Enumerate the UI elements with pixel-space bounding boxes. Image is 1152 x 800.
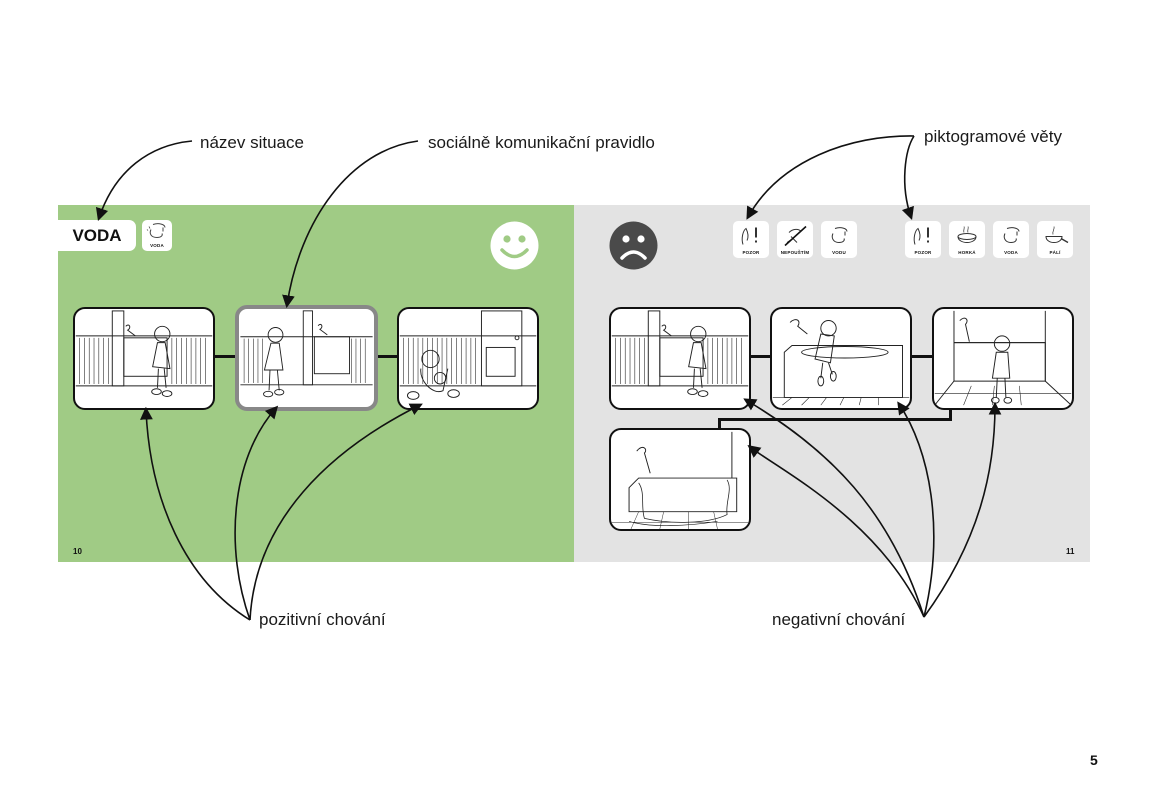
child-walking-away-illustration: [240, 310, 373, 398]
scene-negative-4: [609, 428, 751, 531]
scene-positive-1: [73, 307, 215, 410]
pictogram-sentence-1: POZOR NEPOUŠTÍM VODU: [733, 221, 857, 258]
bathtub-overflowing-illustration: [611, 431, 749, 529]
page-number-left: 10: [73, 547, 82, 556]
title-pictogram: VODA: [142, 220, 172, 251]
do-not-turn-on-icon: [784, 225, 807, 247]
pictogram-card: POZOR: [733, 221, 769, 258]
scene-connector: [214, 355, 236, 358]
child-with-teddy-illustration: [399, 310, 537, 400]
child-by-running-bath-illustration: [934, 310, 1072, 406]
child-climbing-bathtub-illustration: [772, 319, 910, 406]
pictogram-card: HORKÁ: [949, 221, 985, 258]
label-pictogram-sentences: piktogramové věty: [924, 127, 1062, 146]
caution-hand-icon: [913, 227, 929, 245]
child-at-door-illustration: [75, 310, 213, 397]
child-at-door-illustration: [611, 310, 749, 397]
situation-title: VODA: [58, 220, 136, 251]
scene-positive-3: [397, 307, 539, 410]
scene-connector: [911, 355, 933, 358]
page-number-right: 11: [1066, 547, 1075, 556]
scene-connector: [377, 355, 398, 358]
label-situation-name: název situace: [200, 133, 304, 152]
hot-pot-icon: [957, 226, 977, 243]
burning-bowl-icon: [1045, 226, 1069, 244]
scene-negative-1: [609, 307, 751, 410]
scene-connector: [718, 418, 952, 421]
pictogram-card: VODU: [821, 221, 857, 258]
pictogram-card: NEPOUŠTÍM: [777, 221, 813, 258]
caution-hand-icon: [741, 227, 757, 245]
label-negative-behavior: negativní chování: [772, 610, 906, 629]
document-page-number: 5: [1090, 752, 1098, 768]
scene-positive-2-rule: [235, 305, 378, 411]
pictogram-card: VODA: [993, 221, 1029, 258]
label-positive-behavior: pozitivní chování: [259, 610, 386, 629]
smiley-happy-icon: [490, 221, 539, 270]
water-tap-icon: [1003, 227, 1020, 244]
water-tap-icon: [831, 227, 848, 244]
scene-connector: [749, 355, 771, 358]
smiley-sad-icon: [609, 221, 658, 270]
scene-negative-2: [770, 307, 912, 410]
pictogram-card: PÁLÍ: [1037, 221, 1073, 258]
pictogram-sentence-2: POZOR HORKÁ VODA PÁLÍ: [905, 221, 1073, 258]
pictogram-card: POZOR: [905, 221, 941, 258]
water-tap-icon: [146, 223, 166, 239]
scene-negative-3: [932, 307, 1074, 410]
scene-connector: [718, 418, 721, 430]
label-social-rule: sociálně komunikační pravidlo: [428, 133, 655, 152]
